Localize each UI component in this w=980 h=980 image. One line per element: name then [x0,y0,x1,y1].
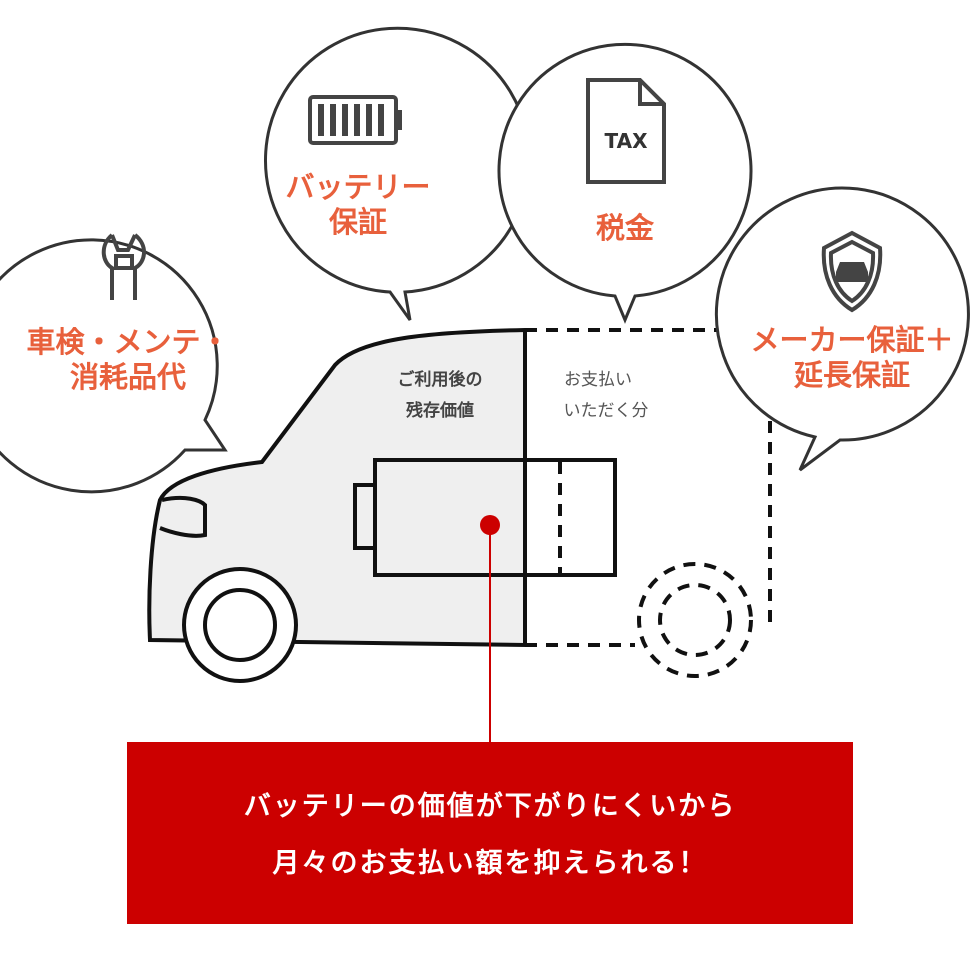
pointer-dot [480,515,500,535]
tax-label: 税金 [596,211,655,245]
car-battery-icon [353,458,617,577]
bubble-warranty: メーカー保証＋ 延長保証 [714,186,970,472]
residual-value-label-2: 残存価値 [406,400,474,421]
car-paid-portion [523,328,772,678]
svg-text:TAX: TAX [605,129,649,153]
warranty-label-1: メーカー保証＋ [750,323,953,357]
banner-line-1: バッテリーの価値が下がりにくいから [244,790,736,822]
tax-document-icon: TAX [586,78,666,184]
bubble-tax: TAX 税金 [497,42,753,324]
maintenance-label-2: 消耗品代 [70,360,186,394]
car-shield-icon [821,230,883,313]
payment-label-2: いただく分 [564,401,649,421]
bubble-maintenance: 車検・メンテ・ 消耗品代 [0,233,230,494]
wrench-icon [101,233,146,300]
rear-wheel [637,562,753,678]
battery-warranty-label-2: 保証 [328,205,387,239]
residual-value-label-1: ご利用後の [398,369,483,390]
warranty-label-2: 延長保証 [793,358,910,392]
car-used-portion [147,327,527,683]
payment-label-1: お支払い [564,370,632,390]
battery-icon [308,95,402,145]
banner-line-2: 月々のお支払い額を抑えられる！ [272,848,708,879]
message-banner [127,742,853,924]
maintenance-label-1: 車検・メンテ・ [26,325,229,359]
bubble-battery: バッテリー 保証 [264,26,531,321]
battery-warranty-label-1: バッテリー [285,170,430,204]
